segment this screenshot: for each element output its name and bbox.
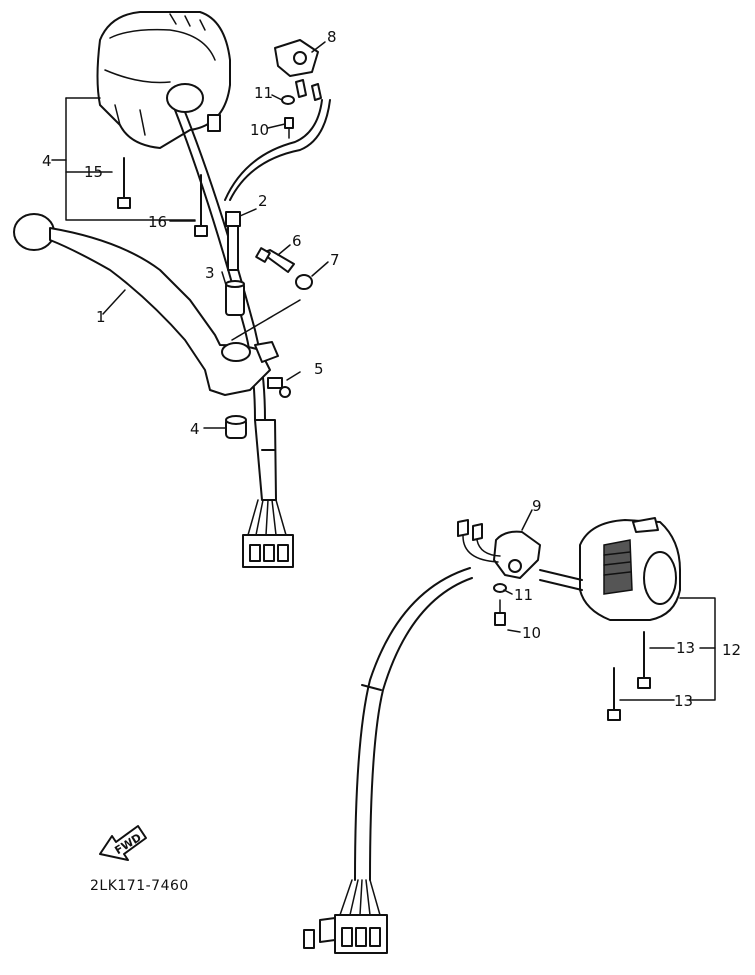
right-connector [303, 879, 388, 954]
pivot-collar [225, 280, 245, 316]
handle-screw-lower [607, 667, 621, 721]
callout-10-right: 10 [522, 624, 541, 642]
callout-6: 6 [292, 232, 302, 250]
clutch-lever [13, 213, 279, 396]
callout-12: 12 [722, 641, 741, 659]
callout-16: 16 [148, 213, 167, 231]
left-harness [254, 419, 277, 501]
callout-13-lower: 13 [674, 692, 693, 710]
callout-5: 5 [314, 360, 324, 378]
left-connector [242, 499, 294, 568]
washer-left [281, 95, 295, 105]
left-switch-cable [184, 111, 266, 421]
callout-9: 9 [532, 497, 542, 515]
washer-right [493, 583, 507, 593]
screw-right [494, 599, 506, 626]
callout-4-upper: 4 [42, 152, 52, 170]
screw-left [284, 117, 294, 139]
callout-1: 1 [96, 308, 106, 326]
handle-screw-upper [637, 631, 651, 689]
lever-bolt [255, 247, 295, 273]
housing-screw-long [194, 174, 208, 237]
callout-8: 8 [327, 28, 337, 46]
right-switch-housing [579, 517, 681, 621]
callout-13-upper: 13 [676, 639, 695, 657]
lever-nut [295, 274, 313, 290]
fwd-arrow-icon: FWD [99, 825, 147, 861]
callout-3: 3 [205, 264, 215, 282]
callout-11-right: 11 [514, 586, 533, 604]
left-switch-housing [96, 11, 231, 149]
callout-15: 15 [84, 163, 103, 181]
diagram-code: 2LK171-7460 [90, 878, 189, 894]
clutch-switch [274, 39, 322, 101]
front-brake-switch [457, 519, 541, 579]
right-switch-cable [354, 567, 471, 881]
callout-10-left: 10 [250, 121, 269, 139]
pivot-bolt [225, 211, 241, 271]
callout-4-lower: 4 [190, 420, 200, 438]
callout-11-left: 11 [254, 84, 273, 102]
adjuster-screw [267, 377, 291, 398]
lever-locknut [225, 415, 247, 439]
callout-2: 2 [258, 192, 268, 210]
callout-7: 7 [330, 251, 340, 269]
housing-screw-short [117, 157, 131, 209]
